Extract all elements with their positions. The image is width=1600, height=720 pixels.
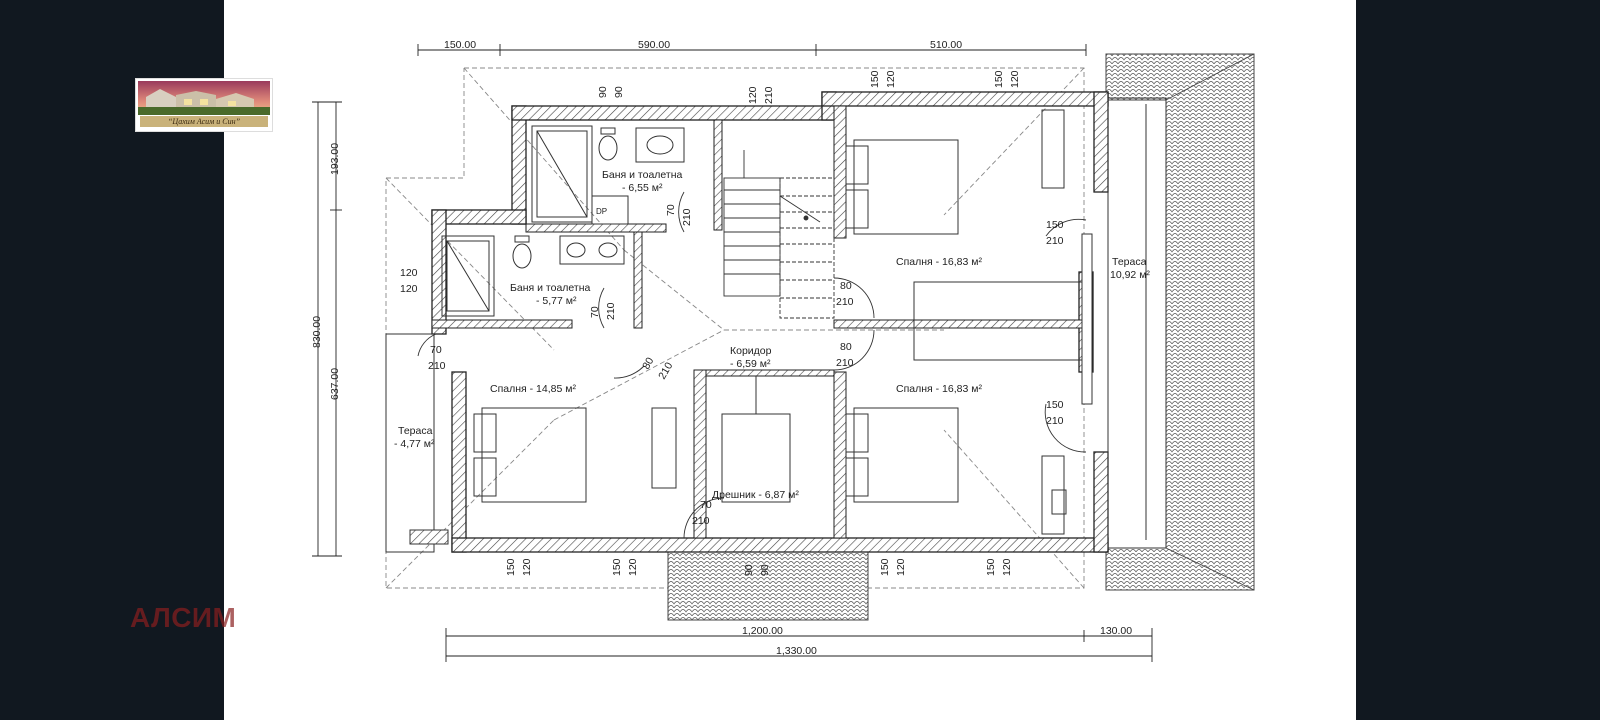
dim-left-1: 193.00: [329, 143, 341, 175]
opening-label: 120: [885, 70, 897, 88]
dim-bottom-3: 1,330.00: [776, 645, 817, 657]
tiled-roof: [667, 53, 1255, 621]
dim-bottom-2: 130.00: [1100, 625, 1132, 637]
opening-label: 70: [589, 306, 601, 318]
opening-label: 120: [1001, 558, 1013, 576]
dim-left-2: 830.00: [311, 316, 323, 348]
opening-label: 120: [400, 283, 418, 295]
door-swings: [417, 191, 1087, 539]
opening-label: 210: [836, 296, 854, 308]
room-terrace-e-area: 10,92 м²: [1110, 269, 1150, 281]
opening-label: 150: [1046, 399, 1064, 411]
opening-label: 80: [840, 280, 852, 292]
opening-label: 90: [743, 564, 755, 576]
logo-house-image: [138, 81, 270, 115]
opening-label: 150: [869, 70, 881, 88]
opening-label: 210: [681, 208, 693, 226]
opening-label: 80: [640, 355, 656, 371]
staircase: [723, 150, 835, 319]
opening-label: 120: [627, 558, 639, 576]
dim-bottom-1: 1,200.00: [742, 625, 783, 637]
dim-top-3: 510.00: [930, 39, 962, 51]
room-bedroom-se: Спалня - 16,83 м²: [896, 383, 982, 395]
opening-label: 80: [840, 341, 852, 353]
opening-label: 70: [430, 344, 442, 356]
opening-label: 210: [1046, 235, 1064, 247]
room-bedroom-ne: Спалня - 16,83 м²: [896, 256, 982, 268]
beds: [473, 139, 959, 503]
room-bedroom-w: Спалня - 14,85 м²: [490, 383, 576, 395]
logo-caption: “Цахим Асим и Син”: [140, 116, 268, 127]
opening-label: 70: [700, 499, 712, 511]
opening-label: 210: [1046, 415, 1064, 427]
dim-left-3: 637.00: [329, 368, 341, 400]
room-corridor-area: - 6,59 м²: [730, 358, 771, 370]
opening-label: 120: [895, 558, 907, 576]
opening-label: 90: [597, 86, 609, 98]
floor-plan-drawing: 150.00 590.00 510.00 193.00 830.00 637.0…: [311, 39, 1255, 662]
room-terrace-e-name: Тераса: [1112, 256, 1147, 268]
dim-top-1: 150.00: [444, 39, 476, 51]
opening-label: 150: [505, 558, 517, 576]
room-bath-2-name: Баня и тоалетна: [510, 282, 591, 294]
opening-label: 90: [759, 564, 771, 576]
room-corridor-name: Коридор: [730, 345, 772, 357]
dp-label: DP: [596, 207, 607, 216]
bedroom-partition: [913, 281, 1083, 361]
opening-label: 150: [1046, 219, 1064, 231]
interior-walls: [431, 105, 1085, 539]
opening-label: 210: [692, 515, 710, 527]
company-logo: “Цахим Асим и Син”: [135, 78, 273, 132]
floor-plan-sheet: 150.00 590.00 510.00 193.00 830.00 637.0…: [224, 0, 1356, 720]
opening-label: 120: [400, 267, 418, 279]
wardrobe-fixtures: [651, 109, 1067, 535]
opening-label: 120: [1009, 70, 1021, 88]
opening-label: 120: [747, 86, 759, 104]
opening-label: 210: [836, 357, 854, 369]
watermark-text: АЛСИМ: [130, 602, 237, 633]
room-wardrobe: Дрешник - 6,87 м²: [712, 489, 799, 501]
room-terrace-w-name: Тераса: [398, 425, 433, 437]
opening-label: 70: [665, 204, 677, 216]
terrace-railings: [385, 97, 1167, 553]
opening-label: 120: [521, 558, 533, 576]
opening-label: 90: [613, 86, 625, 98]
opening-label: 150: [611, 558, 623, 576]
dim-top-2: 590.00: [638, 39, 670, 51]
opening-label: 210: [763, 86, 775, 104]
dimension-lines: [312, 44, 1153, 662]
opening-label: 150: [993, 70, 1005, 88]
opening-label: 210: [605, 302, 617, 320]
room-bath-1-area: - 6,55 м²: [622, 182, 663, 194]
room-bath-1-name: Баня и тоалетна: [602, 169, 683, 181]
opening-label: 150: [985, 558, 997, 576]
opening-label: 150: [879, 558, 891, 576]
room-bath-2-area: - 5,77 м²: [536, 295, 577, 307]
opening-label: 210: [656, 360, 675, 381]
bathroom-fixtures: [441, 125, 685, 317]
room-terrace-w-area: - 4,77 м²: [394, 438, 435, 450]
opening-label: 210: [428, 360, 446, 372]
